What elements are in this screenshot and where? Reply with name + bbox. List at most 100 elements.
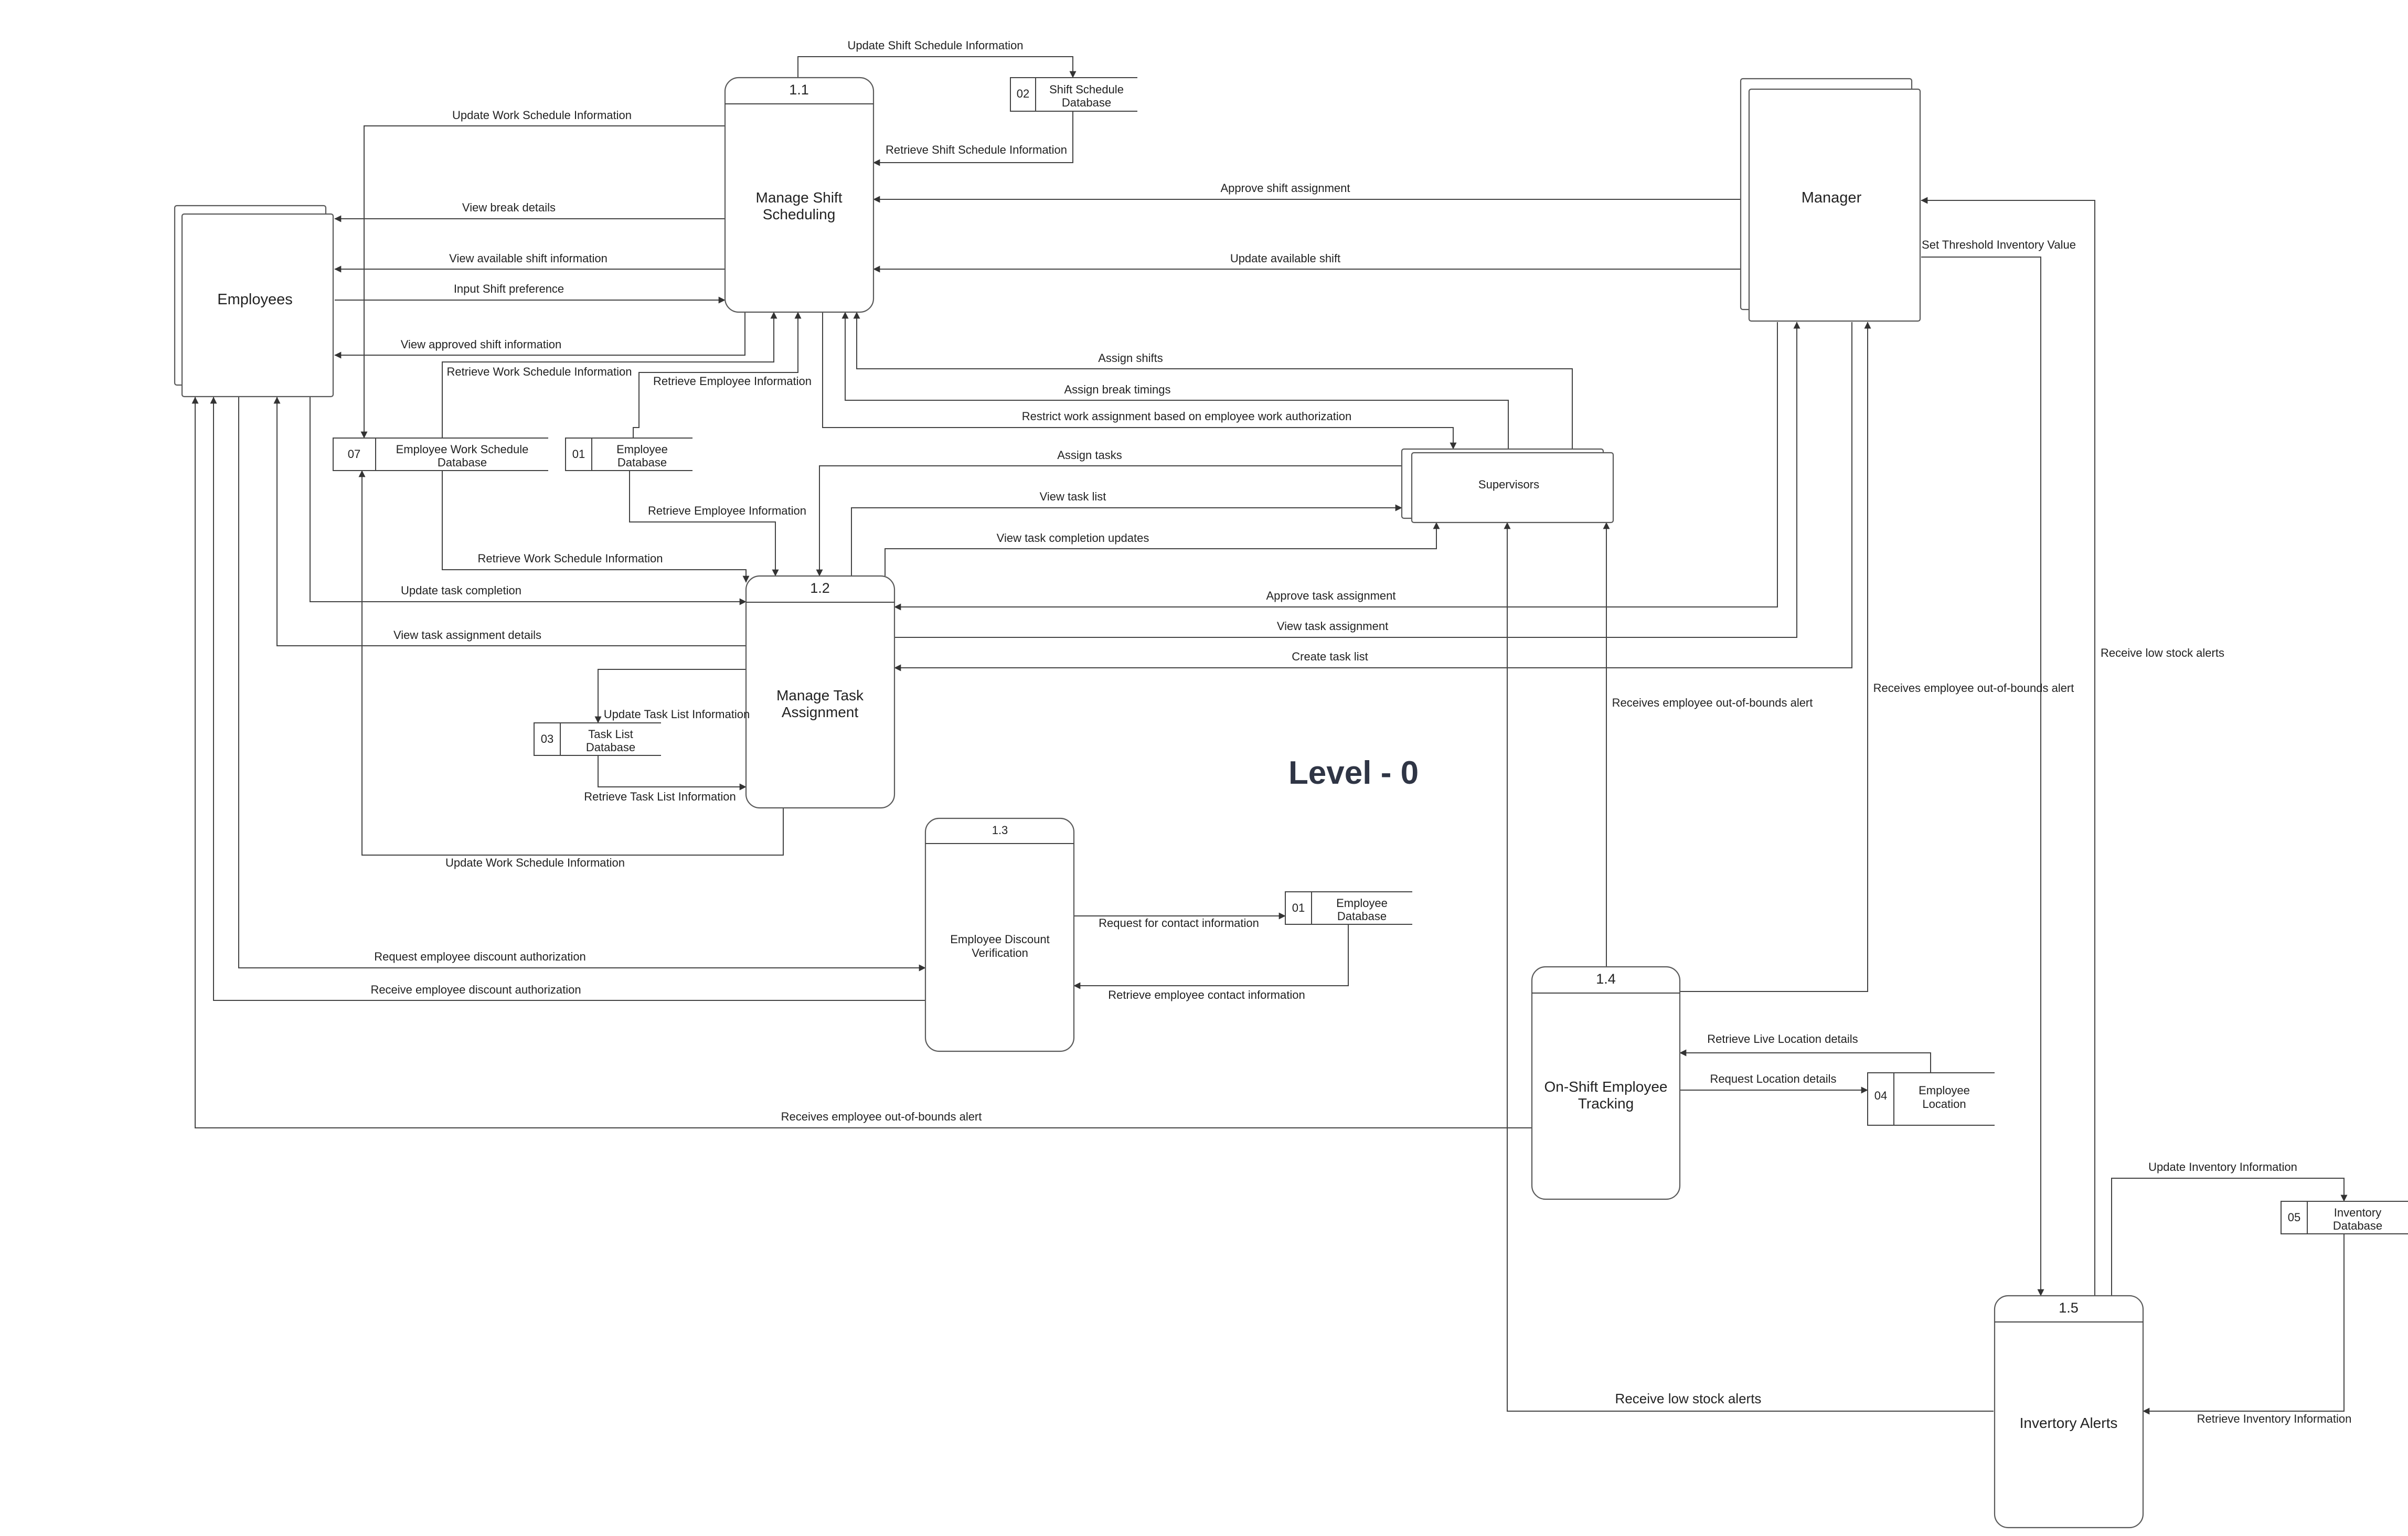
svg-text:Employee: Employee [1919,1084,1970,1097]
process-1-5-id: 1.5 [2059,1300,2079,1316]
entity-employees: Employees [174,205,334,398]
process-1-5-name: Invertory Alerts [2020,1415,2118,1431]
flow-label: Receive employee discount authorization [370,983,581,996]
process-1-1-id: 1.1 [789,82,809,98]
flow-label: View task completion updates [997,531,1149,545]
flow-view-task-assignment [894,322,1800,638]
flow-view-task-assignment-details [273,397,746,646]
svg-text:Database: Database [1062,96,1111,109]
svg-text:Employee Work Schedule: Employee Work Schedule [396,443,529,456]
svg-text:01: 01 [572,447,585,461]
svg-text:Database: Database [1337,910,1387,923]
flow-label: Retrieve Work Schedule Information [447,365,632,378]
flow-label: Retrieve Inventory Information [2197,1412,2352,1425]
flow-assign-tasks [816,465,1402,577]
datastore-01-a: 01 Employee Database [565,438,692,471]
process-1-4-id: 1.4 [1596,971,1616,987]
flow-restrict-work-assignment [822,312,1457,450]
flow-update-task-list [594,669,746,723]
flow-label: Assign break timings [1064,383,1171,396]
flow-retrieve-task-list [598,755,747,791]
flow-label: Update Work Schedule Information [445,856,625,869]
flow-label: Approve task assignment [1266,589,1395,602]
flow-label: Update Inventory Information [2148,1160,2297,1174]
flow-assign-break-timings [841,312,1509,449]
process-1-4-name-line1: On-Shift Employee [1544,1079,1668,1095]
flow-label: Retrieve Task List Information [584,790,736,803]
flow-create-task-list [894,322,1852,671]
entity-supervisors: Supervisors [1401,448,1614,524]
entity-employees-label: Employees [217,291,292,308]
flow-label: Update Work Schedule Information [452,109,632,122]
svg-text:Employee: Employee [1336,897,1388,910]
flow-retrieve-work-schedule-b [442,471,750,583]
svg-text:Shift Schedule: Shift Schedule [1049,83,1124,96]
flow-oob-alert-employees [191,397,1532,1128]
entity-supervisors-label: Supervisors [1478,478,1539,491]
svg-text:01: 01 [1292,901,1305,914]
flow-view-approved-shift [334,312,745,359]
flow-label: Retrieve Work Schedule Information [478,552,663,565]
flow-retrieve-inventory [2143,1234,2345,1415]
flow-receive-low-stock-manager [1921,197,2095,1296]
datastore-01-b: 01 Employee Database [1285,891,1412,925]
svg-text:04: 04 [1874,1089,1887,1102]
entity-manager: Manager [1740,78,1921,322]
flow-retrieve-employee-a [633,312,802,438]
flow-assign-shifts [853,312,1573,449]
flow-lines [191,56,2348,1415]
svg-text:Database: Database [586,741,635,754]
datastore-03: 03 Task List Database [534,722,661,756]
process-1-3-id: 1.3 [992,824,1008,837]
svg-text:02: 02 [1017,87,1029,100]
flow-view-task-list [851,504,1402,576]
flow-retrieve-work-schedule-a [442,312,777,438]
flow-label: View available shift information [449,252,608,265]
flow-label: Retrieve Shift Schedule Information [886,143,1067,156]
process-1-2-name-line1: Manage Task [776,687,864,703]
flow-label: Update task completion [401,584,521,597]
svg-text:Employee: Employee [616,443,668,456]
svg-text:Task List: Task List [588,728,633,741]
flow-label: Receive low stock alerts [2101,646,2224,659]
flow-receive-low-stock-supervisors [1504,522,1994,1412]
entity-manager-label: Manager [1802,189,1862,206]
flow-update-work-schedule-bottom [358,470,784,856]
flow-label: View task list [1040,490,1106,503]
flow-labels: Update Shift Schedule Information Retrie… [370,39,2351,1425]
svg-text:Inventory: Inventory [2334,1206,2382,1219]
flow-label: Receives employee out-of-bounds alert [1873,681,2074,695]
flow-label: Request for contact information [1099,916,1259,930]
flow-set-threshold [1921,257,2044,1296]
datastore-04: 04 Employee Location [1867,1072,1995,1126]
flow-label: Receive low stock alerts [1615,1391,1762,1406]
flow-request-discount-auth [238,397,926,972]
process-1-2-id: 1.2 [810,580,830,596]
flow-label: Retrieve employee contact information [1108,988,1305,1001]
flow-update-shift-schedule [797,56,1077,78]
flow-view-task-completion-updates [885,522,1440,576]
process-1-4: 1.4 On-Shift Employee Tracking [1531,966,1681,1200]
datastore-05: 05 Inventory Database [2281,1201,2408,1234]
svg-text:03: 03 [541,732,553,745]
flow-label: View approved shift information [401,338,562,351]
flow-retrieve-contact-info [1073,924,1349,989]
flow-label: Retrieve Live Location details [1707,1032,1858,1046]
process-1-2-name-line2: Assignment [782,704,859,720]
flow-receive-discount-auth [210,397,925,1001]
flow-label: Restrict work assignment based on employ… [1022,410,1352,423]
flow-label: Set Threshold Inventory Value [1922,238,2076,251]
flow-label: Approve shift assignment [1220,182,1350,195]
datastore-07: 07 Employee Work Schedule Database [333,438,548,471]
flow-label: View task assignment [1277,620,1388,633]
process-1-4-name-line2: Tracking [1578,1095,1634,1112]
svg-text:Location: Location [1922,1097,1966,1111]
process-1-3-name-line1: Employee Discount [950,933,1050,946]
flow-label: View break details [462,201,556,214]
svg-text:07: 07 [348,447,360,461]
flow-retrieve-employee-b [629,471,779,577]
flow-update-work-schedule-top [360,125,725,439]
flow-update-task-completion [310,397,747,605]
diagram-title: Level - 0 [1288,755,1419,791]
